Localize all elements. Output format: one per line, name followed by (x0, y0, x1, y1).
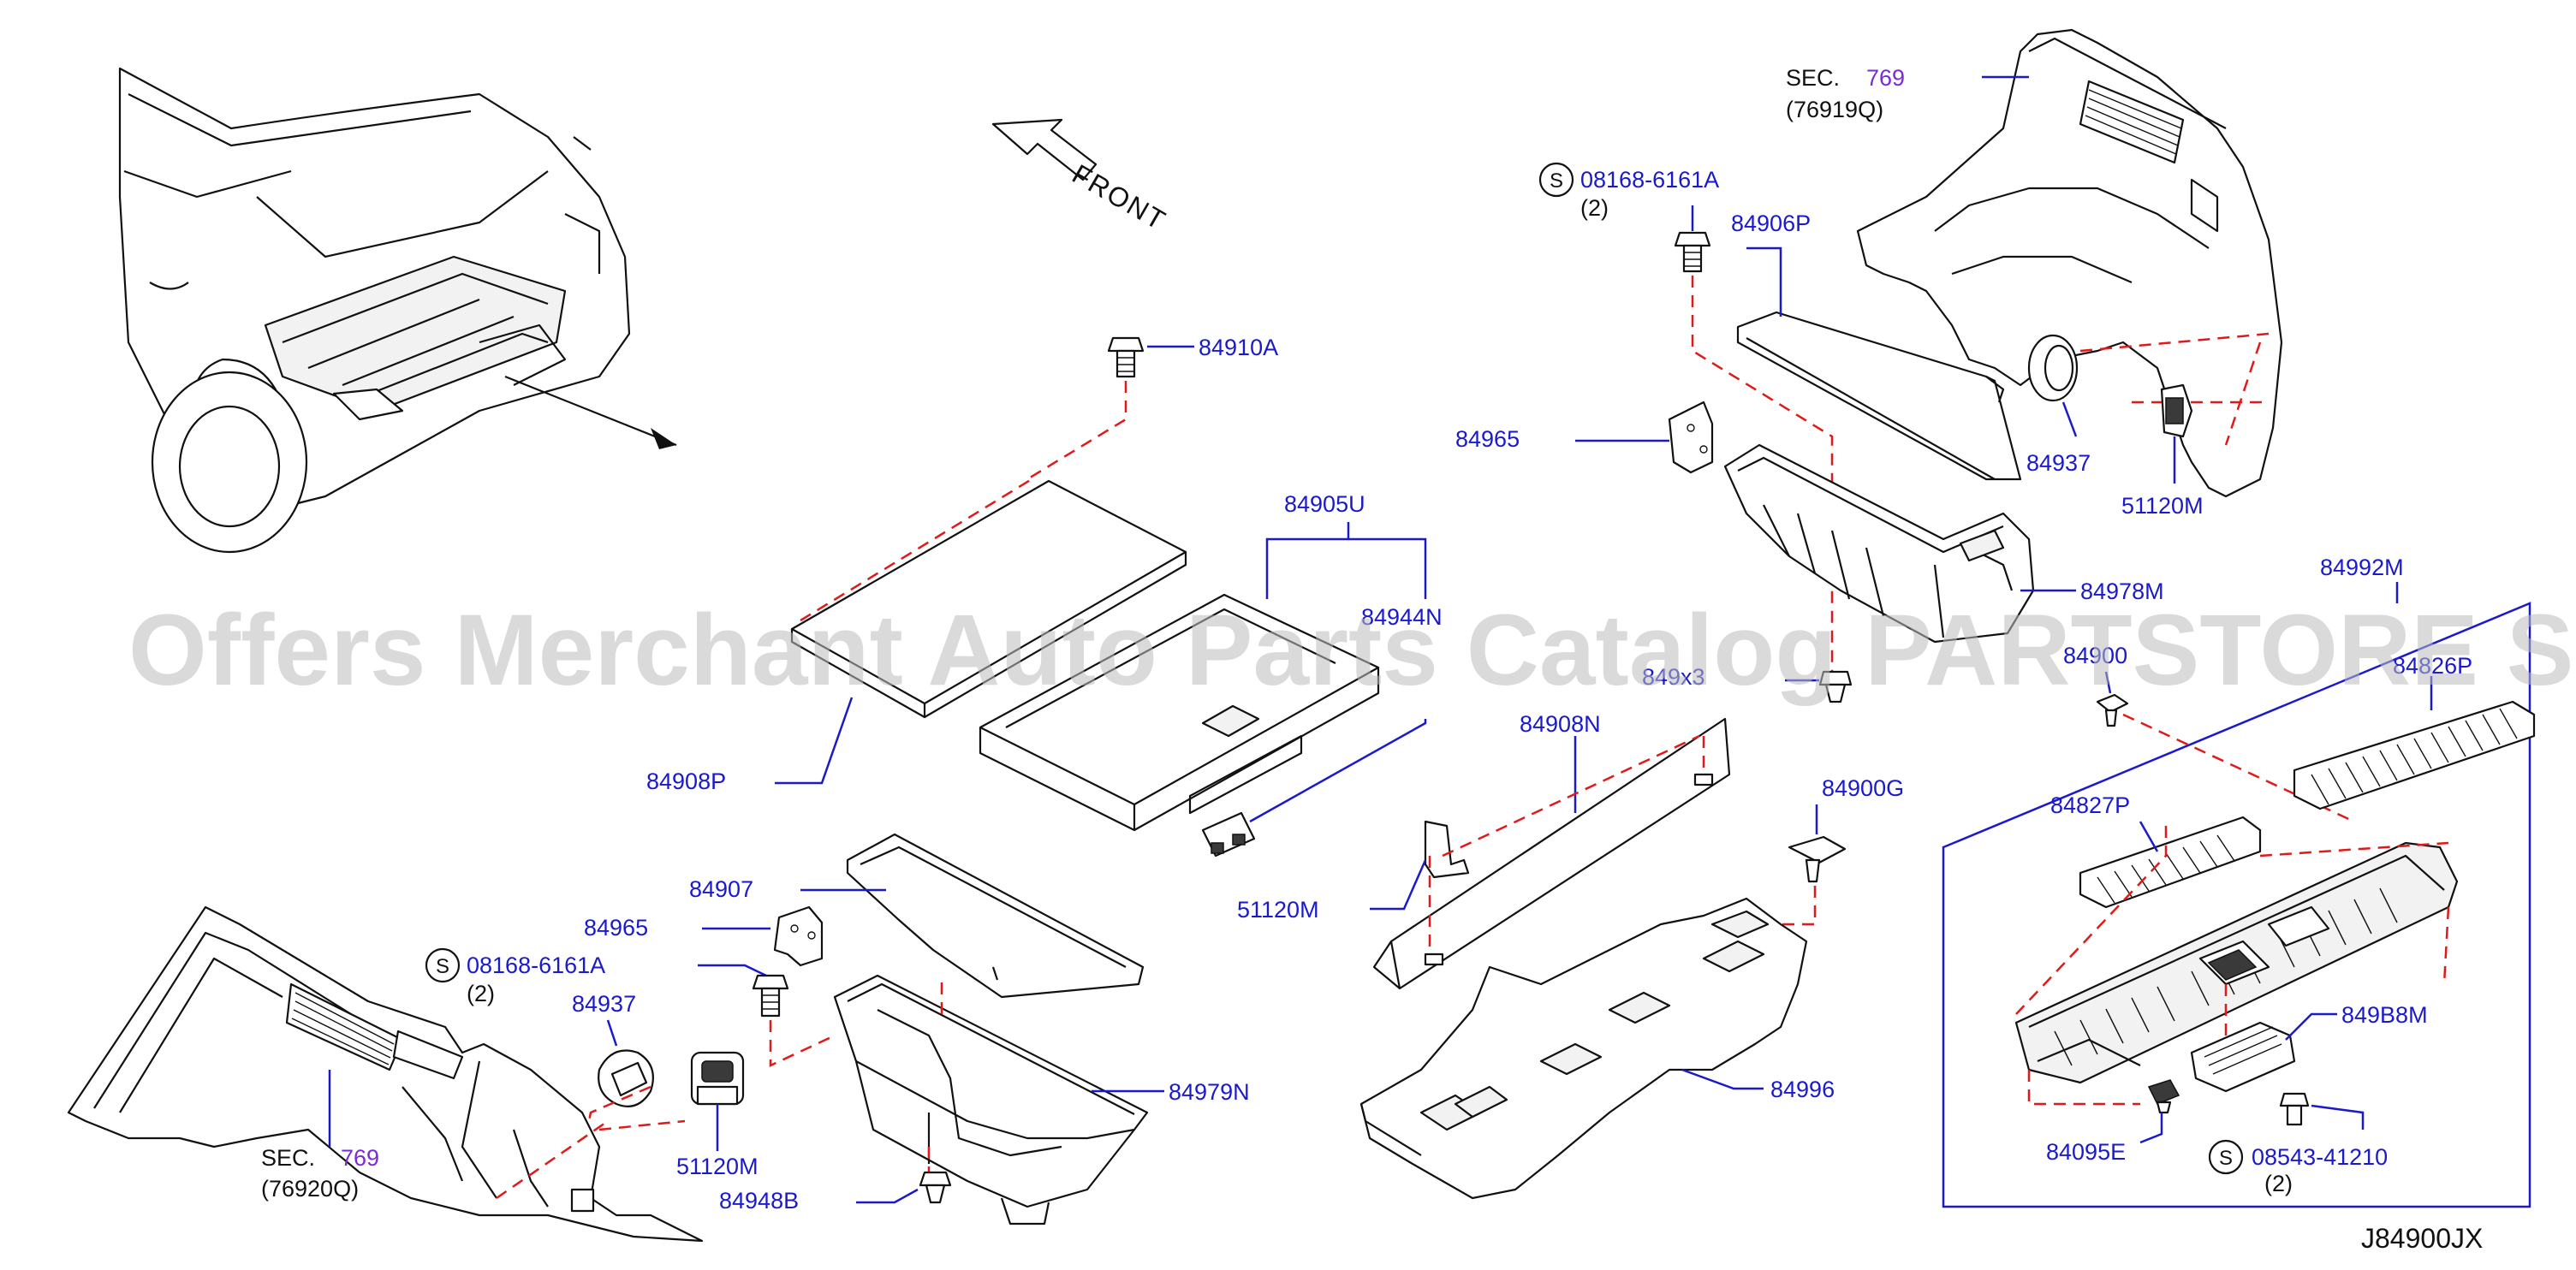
sec-bottom-label: SEC. (261, 1145, 315, 1171)
sec-top-number[interactable]: 769 (1866, 65, 1905, 91)
cover-849b8m-icon (2190, 1021, 2296, 1093)
front-label: FRONT (1068, 158, 1172, 236)
label-84905u[interactable]: 84905U (1284, 491, 1365, 517)
label-84095e[interactable]: 84095E (2046, 1139, 2126, 1165)
clip-84944n-icon (1201, 811, 1256, 858)
label-84900x[interactable]: 84900 (2063, 643, 2127, 668)
label-84910a[interactable]: 84910A (1199, 335, 1278, 360)
label-849x3[interactable]: 849x3 (1642, 664, 1705, 690)
sec-top-ref: (76919Q) (1786, 97, 1883, 122)
bolt-08168-top-icon (1674, 231, 1711, 273)
tray-84979n (833, 974, 1149, 1225)
vehicle-illustration (118, 67, 677, 554)
label-84944n[interactable]: 84944N (1361, 604, 1443, 630)
label-51120m-right[interactable]: 51120M (2121, 493, 2204, 519)
garnish-assembly (2014, 841, 2459, 1084)
label-84978m[interactable]: 84978M (2080, 579, 2164, 604)
bracket-84965-left-icon (773, 905, 824, 967)
svg-text:S: S (1550, 169, 1563, 193)
group-box-84992m (1942, 602, 2531, 1208)
svg-text:S: S (2219, 1147, 2233, 1170)
watermark: Offers Merchant Auto Parts Catalog PARTS… (128, 594, 2576, 707)
screw-08543-icon (2279, 1092, 2310, 1126)
tonneau-board-84905u (979, 593, 1380, 832)
cap-84937-left-icon (598, 1049, 654, 1107)
label-84948b[interactable]: 84948B (719, 1188, 799, 1214)
clip-84095e-icon (2147, 1079, 2180, 1114)
qty-08168-left: (2) (467, 981, 495, 1006)
hook-51120m-mid-icon (1424, 820, 1470, 879)
sec-top-label: SEC. (1786, 65, 1840, 91)
label-08168-left[interactable]: 08168-6161A (467, 952, 605, 978)
hook-51120m-left-icon (690, 1051, 745, 1106)
label-84900g[interactable]: 84900G (1822, 775, 1904, 801)
panel-84907 (846, 833, 1145, 999)
bracket-84965-right-icon (1668, 401, 1714, 474)
label-84826p[interactable]: 84826P (2393, 653, 2472, 679)
floor-board-84908p (790, 479, 1187, 719)
hook-51120m-right-icon (2160, 383, 2193, 438)
clip-84900x-icon (2096, 693, 2129, 727)
label-84906p[interactable]: 84906P (1731, 211, 1811, 236)
qty-08168-top: (2) (1580, 195, 1609, 221)
clip-84900g-icon (1788, 835, 1847, 883)
grille-84826p (2293, 700, 2536, 810)
svg-text:S: S (436, 955, 449, 978)
qty-08543: (2) (2264, 1171, 2293, 1196)
label-84937-left[interactable]: 84937 (572, 991, 636, 1017)
cap-84937-right-icon (2027, 334, 2079, 402)
label-84908p[interactable]: 84908P (646, 769, 726, 794)
label-08543[interactable]: 08543-41210 (2252, 1144, 2388, 1170)
label-84937-right[interactable]: 84937 (2026, 450, 2091, 476)
front-direction-indicator: FRONT (991, 118, 1172, 236)
label-84979n[interactable]: 84979N (1169, 1079, 1250, 1105)
bolt-08168-left-icon (752, 974, 789, 1018)
sec-bottom-number[interactable]: 769 (341, 1145, 379, 1171)
label-84965-left[interactable]: 84965 (584, 915, 648, 941)
clip-84948b-icon (919, 1171, 952, 1204)
side-trim-left (67, 905, 704, 1243)
label-08168-top[interactable]: 08168-6161A (1580, 167, 1719, 193)
label-51120m-left[interactable]: 51120M (676, 1154, 759, 1179)
label-849b8m[interactable]: 849B8M (2341, 1002, 2428, 1028)
diagram-code: J84900JX (2361, 1223, 2483, 1254)
bolt-84910a-icon (1107, 336, 1145, 378)
label-84965-right[interactable]: 84965 (1455, 426, 1520, 452)
grille-84827p (2079, 816, 2262, 909)
side-trim-right (1856, 28, 2283, 498)
label-84908n[interactable]: 84908N (1520, 711, 1601, 737)
symbol-s-right (2208, 1139, 2244, 1175)
symbol-s-left (425, 947, 461, 983)
sec-bottom-ref: (76920Q) (261, 1176, 359, 1202)
trim-strip-84908n (1372, 717, 1731, 990)
clip-849x3-icon (1818, 670, 1853, 703)
symbol-s-top (1538, 162, 1574, 198)
label-84907[interactable]: 84907 (689, 876, 753, 902)
label-84827p[interactable]: 84827P (2050, 792, 2130, 818)
storage-box-84978m (1723, 443, 2035, 644)
label-84996[interactable]: 84996 (1770, 1077, 1835, 1102)
trim-strip-84906p (1736, 311, 2022, 481)
label-51120m-mid[interactable]: 51120M (1237, 897, 1319, 923)
label-84992m[interactable]: 84992M (2320, 555, 2404, 580)
floor-mat-84996 (1359, 897, 1808, 1200)
